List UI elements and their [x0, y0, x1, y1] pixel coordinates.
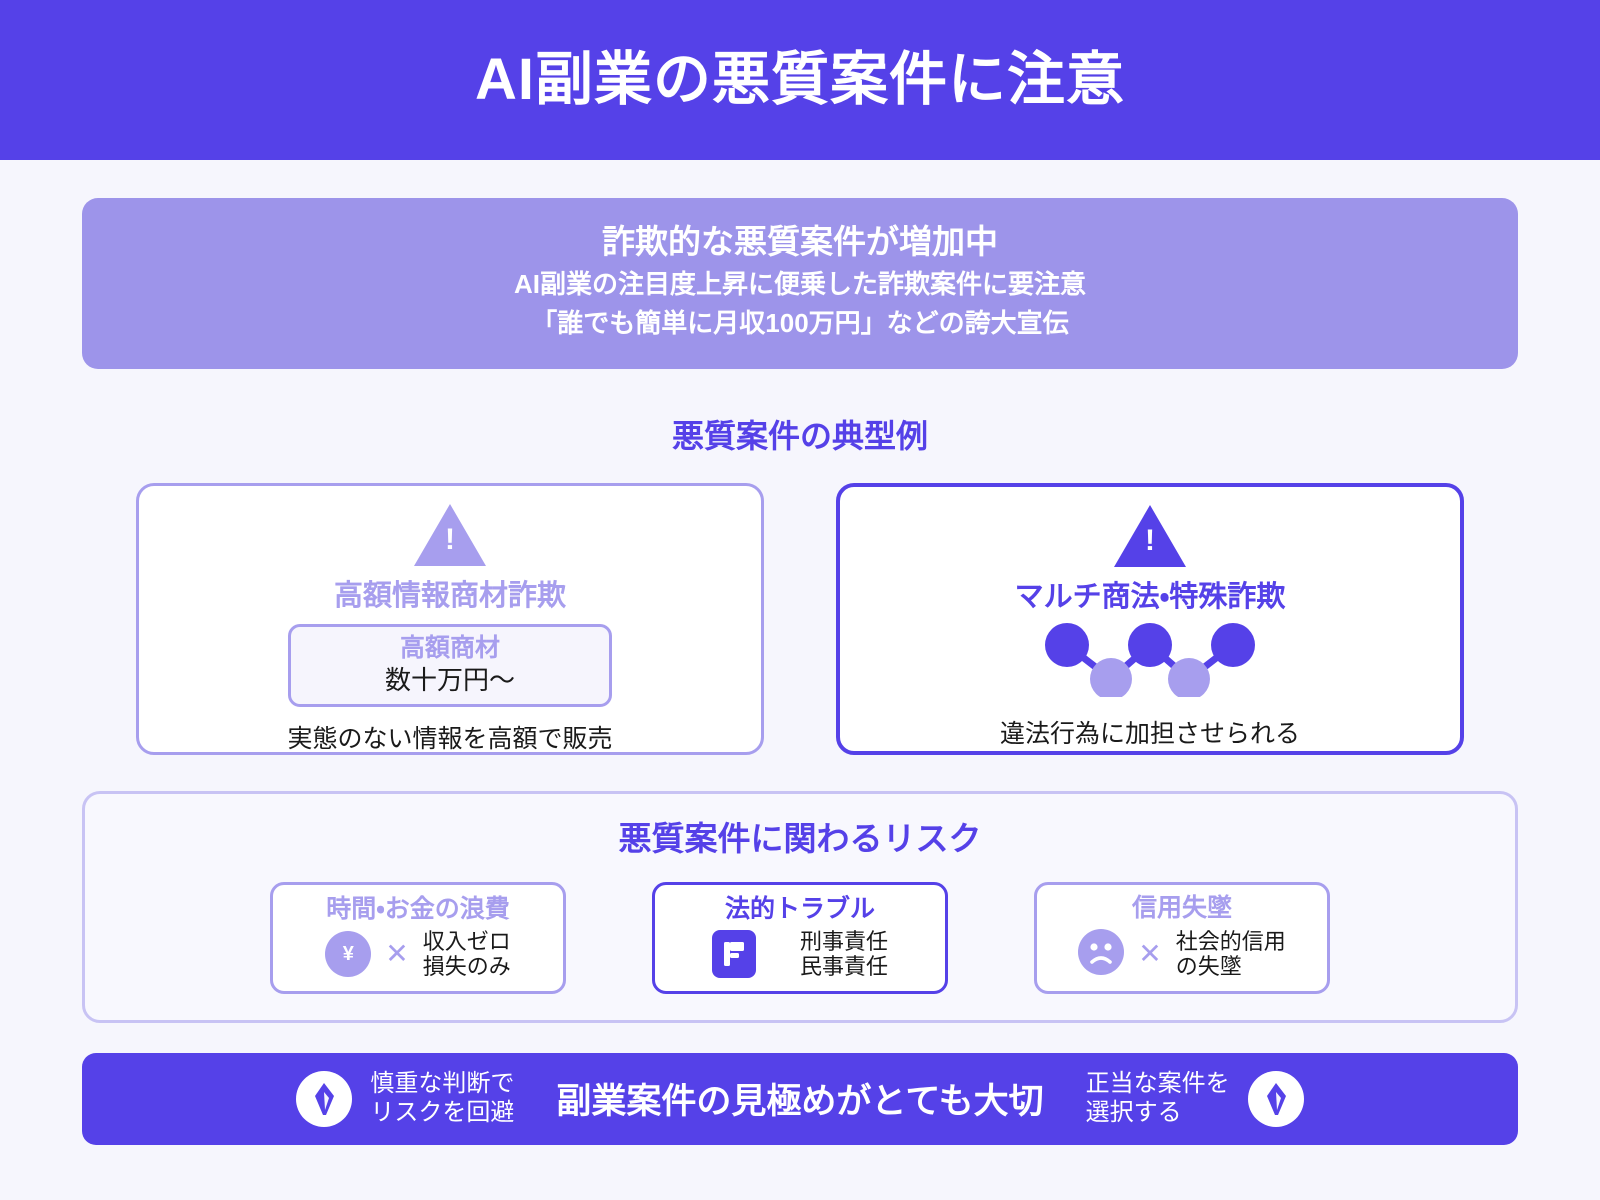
example-card-high-priced-material[interactable]: ! 高額情報商材詐欺 高額商材 数十万円〜 実態のない情報を高額で販売 [136, 482, 764, 755]
risk-card-text: 社会的信用 の失墜 [1176, 929, 1286, 980]
price-box-label: 高額商材 [399, 633, 500, 662]
price-box-value: 数十万円〜 [384, 664, 515, 695]
footer-left-group: 慎重な判断で リスクを回避 [296, 1070, 514, 1128]
risk-card-body: ✕ 社会的信用 の失墜 [1078, 928, 1286, 980]
risk-card-text-line-2: の失墜 [1175, 954, 1242, 980]
leaf-badge-icon [1247, 1070, 1304, 1127]
cross-icon: ✕ [385, 938, 409, 970]
risk-card-legal-trouble[interactable]: 法的トラブル 刑事責任 民事責任 [652, 881, 948, 994]
example-card-title: マルチ商法・特殊詐欺 [1014, 580, 1286, 613]
footer-left-note-line-2: リスクを回避 [370, 1098, 515, 1126]
footer-right-note: 正当な案件を 選択する [1086, 1070, 1230, 1128]
leaf-badge-icon [296, 1070, 353, 1127]
footer-left-note-line-1: 慎重な判断で [370, 1069, 515, 1097]
example-card-title: 高額情報商材詐欺 [333, 579, 566, 612]
risk-card-time-money-waste[interactable]: 時間・お金の浪費 ¥ ✕ 収入ゼロ 損失のみ [270, 881, 566, 994]
footer-right-group: 正当な案件を 選択する [1086, 1070, 1304, 1128]
footer-right-note-line-1: 正当な案件を [1085, 1069, 1230, 1097]
risk-card-text-line-2: 損失のみ [422, 954, 511, 980]
risk-card-text-line-1: 刑事責任 [799, 929, 888, 954]
footer-left-note: 慎重な判断で リスクを回避 [370, 1070, 514, 1128]
flag-icon [711, 930, 756, 979]
footer-bar: 慎重な判断で リスクを回避 副業案件の見極めがとても大切 正当な案件を 選択する [82, 1052, 1518, 1145]
footer-main-message: 副業案件の見極めがとても大切 [556, 1082, 1044, 1122]
examples-section-heading: 悪質案件の典型例 [671, 417, 928, 454]
risk-card-row: 時間・お金の浪費 ¥ ✕ 収入ゼロ 損失のみ 法的トラブル [85, 881, 1515, 994]
risk-card-text-line-1: 社会的信用 [1175, 929, 1286, 954]
risk-card-text: 収入ゼロ 損失のみ [423, 929, 511, 980]
risk-card-text-line-1: 収入ゼロ [422, 929, 511, 954]
warning-exclamation: ! [1145, 523, 1155, 557]
risk-card-text-line-2: 民事責任 [799, 954, 888, 980]
alert-banner-line-2: 「誰でも簡単に月収100万円」などの誇大宣伝 [531, 307, 1069, 338]
risk-card-title: 法的トラブル [724, 894, 875, 923]
network-pyramid-icon [1035, 621, 1265, 702]
yen-coin-icon: ¥ [325, 931, 372, 978]
page-header: AI副業の悪質案件に注意 [0, 0, 1600, 160]
warning-triangle-icon: ! [1114, 504, 1186, 567]
warning-exclamation: ! [445, 522, 455, 556]
risk-card-reputation-loss[interactable]: 信用失墜 ✕ 社会的信用 の失墜 [1034, 881, 1330, 994]
page-title: AI副業の悪質案件に注意 [474, 47, 1125, 112]
footer-right-note-line-2: 選択する [1085, 1098, 1182, 1126]
alert-banner-line-1: AI副業の注目度上昇に便乗した詐欺案件に要注意 [513, 268, 1086, 299]
example-card-caption: 実態のない情報を高額で販売 [287, 725, 613, 754]
risk-card-body: 刑事責任 民事責任 [711, 929, 888, 980]
risk-card-text: 刑事責任 民事責任 [800, 929, 888, 980]
alert-banner-title: 詐欺的な悪質案件が増加中 [602, 223, 998, 260]
risk-section-heading: 悪質案件に関わるリスク [618, 819, 982, 857]
risk-panel: 悪質案件に関わるリスク 時間・お金の浪費 ¥ ✕ 収入ゼロ 損失のみ [82, 790, 1518, 1023]
cross-icon: ✕ [1138, 938, 1162, 970]
sad-face-icon [1078, 928, 1125, 980]
risk-card-body: ¥ ✕ 収入ゼロ 損失のみ [325, 929, 511, 980]
example-card-multi-level-marketing[interactable]: ! マルチ商法・特殊詐欺 違法行為に加担させられる [836, 482, 1464, 755]
price-box: 高額商材 数十万円〜 [288, 623, 612, 708]
warning-triangle-icon: ! [414, 503, 486, 566]
alert-banner: 詐欺的な悪質案件が増加中 AI副業の注目度上昇に便乗した詐欺案件に要注意 「誰で… [82, 198, 1518, 369]
risk-card-title: 時間・お金の浪費 [326, 894, 510, 923]
example-card-caption: 違法行為に加担させられる [999, 719, 1300, 748]
risk-card-title: 信用失墜 [1131, 894, 1232, 923]
examples-card-row: ! 高額情報商材詐欺 高額商材 数十万円〜 実態のない情報を高額で販売 ! マル… [0, 482, 1600, 755]
yen-glyph: ¥ [342, 942, 354, 965]
